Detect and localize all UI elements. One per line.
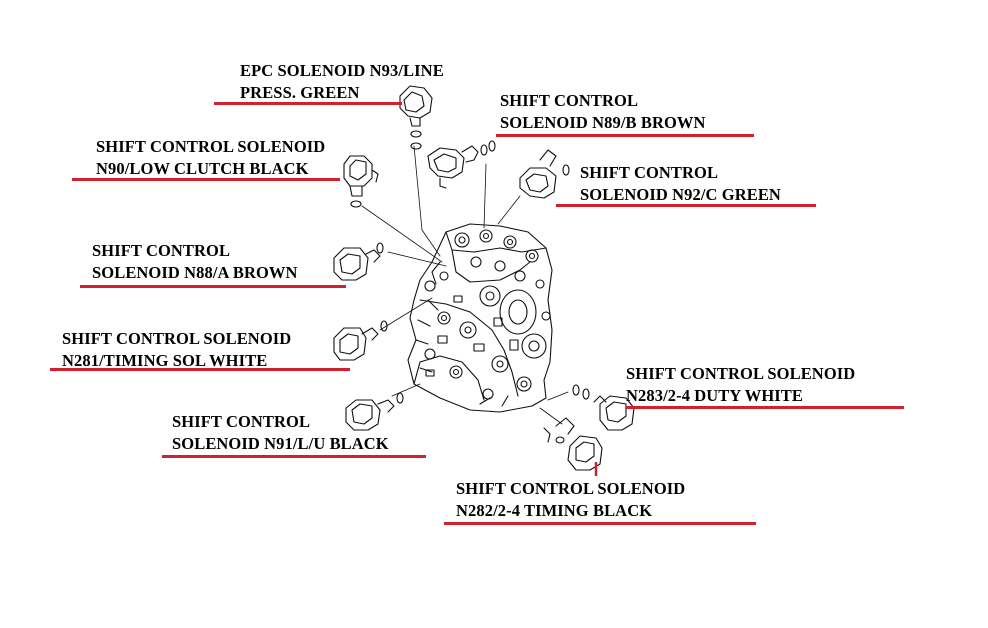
callout-n282: SHIFT CONTROL SOLENOID N282/2-4 TIMING B… [456,478,685,522]
solenoid-n283 [572,384,635,431]
underline-n281 [50,368,350,371]
callout-n89-line1: SHIFT CONTROL [500,91,639,110]
solenoid-n90 [343,155,379,208]
underline-n89 [496,134,754,137]
callout-n90-line1: SHIFT CONTROL SOLENOID [96,137,326,156]
callout-n281-line1: SHIFT CONTROL SOLENOID [62,329,292,348]
callout-n92-line2: SOLENOID N92/C GREEN [580,185,781,204]
callout-n92-line1: SHIFT CONTROL [580,163,719,182]
underline-n88 [80,285,346,288]
valve-body [407,223,553,413]
callout-n89-line2: SOLENOID N89/B BROWN [500,113,706,132]
underline-n282 [444,522,756,525]
callout-n283-line1: SHIFT CONTROL SOLENOID [626,364,856,383]
underline-n92 [556,204,816,207]
solenoid-n92 [519,149,570,199]
callout-n90-line2: N90/LOW CLUTCH BLACK [96,159,309,178]
solenoid-n282 [543,417,603,471]
solenoid-n281 [333,320,388,361]
callout-n282-line1: SHIFT CONTROL SOLENOID [456,479,686,498]
solenoid-n93 [399,85,433,150]
callout-n90: SHIFT CONTROL SOLENOID N90/LOW CLUTCH BL… [96,136,325,180]
callout-n93: EPC SOLENOID N93/LINE PRESS. GREEN [240,60,444,104]
callout-n93-line1: EPC SOLENOID N93/LINE [240,61,444,80]
callout-n283: SHIFT CONTROL SOLENOID N283/2-4 DUTY WHI… [626,363,855,407]
solenoid-n88 [333,242,384,281]
callout-n91-line1: SHIFT CONTROL [172,412,311,431]
callout-n92: SHIFT CONTROL SOLENOID N92/C GREEN [580,162,781,206]
callout-n88-line1: SHIFT CONTROL [92,241,231,260]
solenoid-n89 [427,140,496,189]
callout-n281-line2: N281/TIMING SOL WHITE [62,351,268,370]
callout-n282-line2: N282/2-4 TIMING BLACK [456,501,653,520]
underline-n283 [626,406,904,409]
callout-n91-line2: SOLENOID N91/L/U BLACK [172,434,389,453]
callout-n91: SHIFT CONTROL SOLENOID N91/L/U BLACK [172,411,389,455]
callout-n281: SHIFT CONTROL SOLENOID N281/TIMING SOL W… [62,328,291,372]
callout-n89: SHIFT CONTROL SOLENOID N89/B BROWN [500,90,706,134]
underline-n93 [214,102,402,105]
underline-n91 [162,455,426,458]
solenoid-n91 [345,392,404,431]
callout-n88: SHIFT CONTROL SOLENOID N88/A BROWN [92,240,298,284]
callout-n88-line2: SOLENOID N88/A BROWN [92,263,298,282]
callout-n283-line2: N283/2-4 DUTY WHITE [626,386,804,405]
underline-n90 [72,178,340,181]
callout-n93-line2: PRESS. GREEN [240,83,360,102]
